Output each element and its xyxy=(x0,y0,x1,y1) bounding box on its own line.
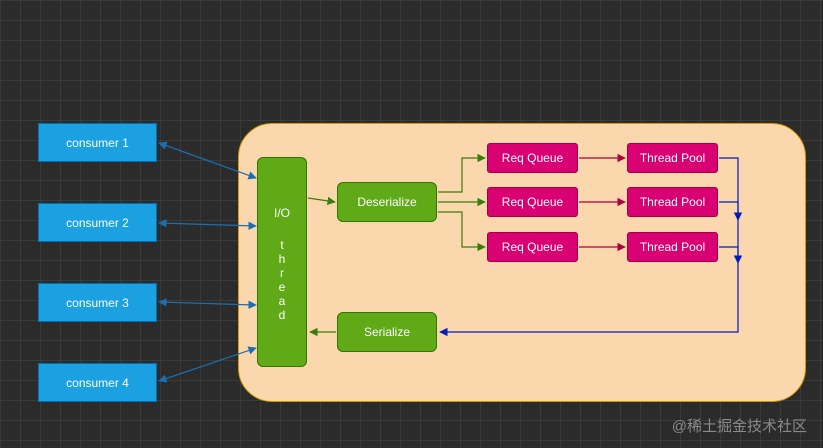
edge-pool1-merge xyxy=(719,157,743,221)
thread-pool-2-box: Thread Pool xyxy=(627,187,718,217)
edge-consumer2-io xyxy=(158,219,257,230)
edge-deserialize-queue1 xyxy=(438,153,486,193)
io-thread-title: I/O xyxy=(273,206,290,220)
req-queue-3-box: Req Queue xyxy=(487,232,578,262)
edge-pool2-merge xyxy=(719,201,743,264)
deserialize-box: Deserialize xyxy=(337,182,437,222)
edge-consumer3-io xyxy=(158,298,257,309)
consumer-3-box: consumer 3 xyxy=(38,283,157,322)
io-thread-letter: a xyxy=(278,294,286,308)
edge-consumer4-io xyxy=(158,346,257,383)
thread-pool-1-box: Thread Pool xyxy=(627,143,718,173)
io-thread-letter: h xyxy=(278,252,286,266)
io-thread-letter: t xyxy=(280,238,284,252)
req-queue-2-box: Req Queue xyxy=(487,187,578,217)
io-thread-box: I/O t h r e a d xyxy=(257,157,307,367)
edge-deserialize-queue3 xyxy=(438,211,486,252)
edge-return-serialize xyxy=(439,246,739,337)
watermark-text: @稀土掘金技术社区 xyxy=(671,418,807,435)
consumer-4-box: consumer 4 xyxy=(38,363,157,402)
io-thread-letter: d xyxy=(278,308,286,322)
io-thread-letters: t h r e a d xyxy=(279,238,286,322)
consumer-1-box: consumer 1 xyxy=(38,123,157,162)
edge-consumer1-io xyxy=(158,141,257,180)
consumer-2-box: consumer 2 xyxy=(38,203,157,242)
io-thread-letter: e xyxy=(278,280,286,294)
thread-pool-3-box: Thread Pool xyxy=(627,232,718,262)
io-thread-letter: r xyxy=(280,266,284,280)
edge-io-deserialize xyxy=(307,196,336,206)
req-queue-1-box: Req Queue xyxy=(487,143,578,173)
serialize-box: Serialize xyxy=(337,312,437,352)
